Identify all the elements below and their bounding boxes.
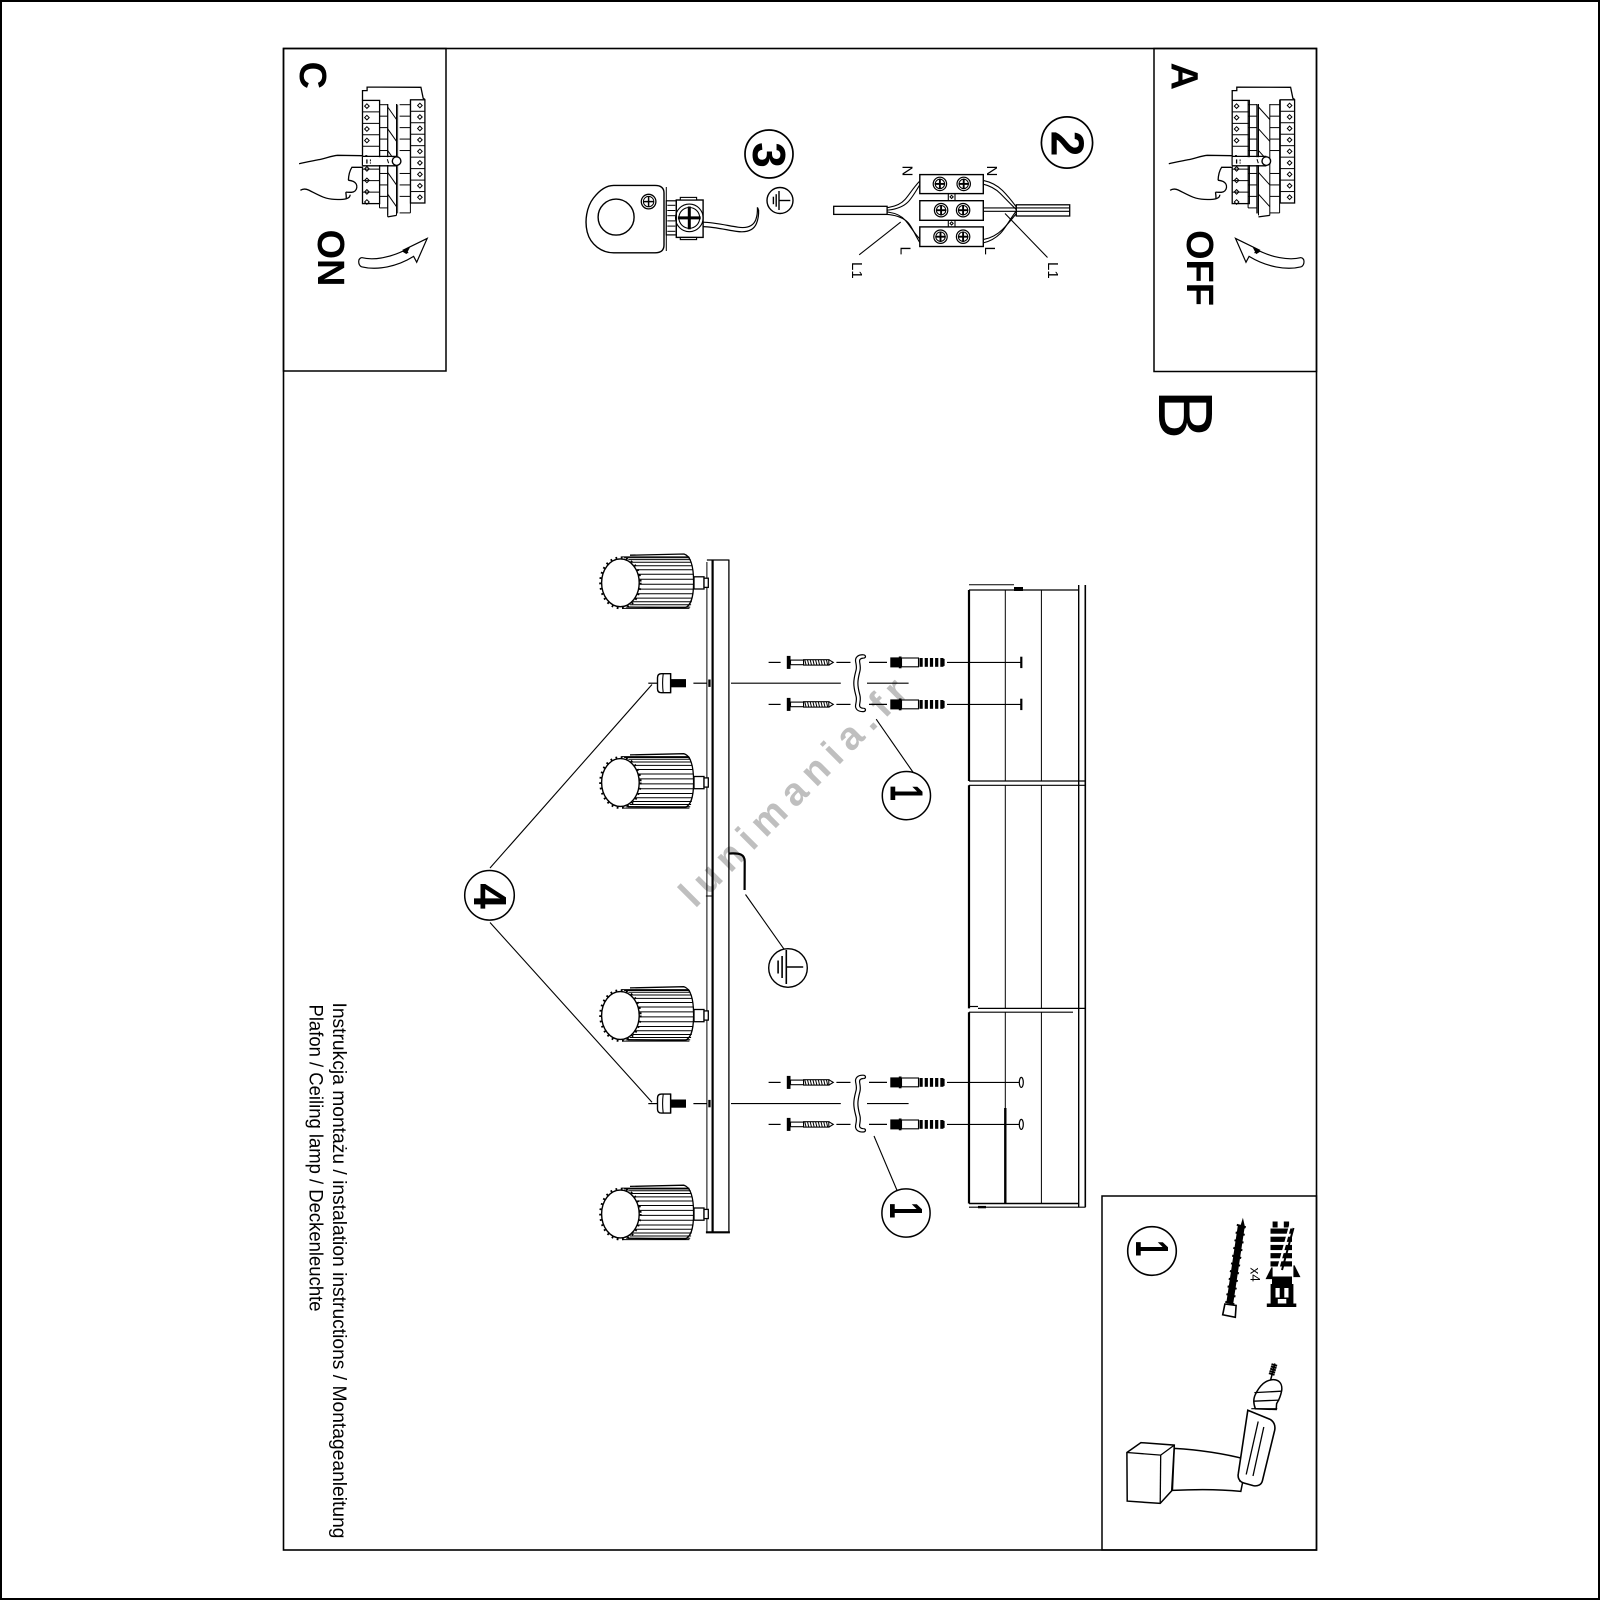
svg-text:1: 1 — [880, 785, 931, 801]
svg-text:N: N — [899, 166, 916, 177]
svg-text:ON: ON — [309, 230, 351, 287]
svg-text:3: 3 — [743, 142, 795, 168]
svg-text:C: C — [291, 62, 333, 89]
svg-text:L: L — [981, 247, 998, 255]
svg-text:A: A — [1163, 63, 1205, 90]
svg-text:B: B — [1142, 390, 1228, 440]
svg-text:N: N — [983, 166, 1000, 177]
svg-text:Instrukcja montażu / instalati: Instrukcja montażu / instalation instruc… — [328, 1003, 350, 1539]
svg-text:L1: L1 — [848, 262, 865, 279]
svg-text:x4: x4 — [1248, 1268, 1263, 1283]
svg-text:4: 4 — [464, 883, 516, 909]
svg-text:L1: L1 — [1044, 262, 1061, 279]
svg-text:L: L — [897, 247, 914, 255]
svg-text:1: 1 — [1125, 1240, 1176, 1256]
svg-text:2: 2 — [1041, 131, 1093, 157]
svg-text:OFF: OFF — [1178, 230, 1220, 306]
svg-text:Plafon / Ceiling lamp / Decken: Plafon / Ceiling lamp / Deckenleuchte — [305, 1005, 327, 1312]
svg-text:1: 1 — [879, 1202, 930, 1218]
